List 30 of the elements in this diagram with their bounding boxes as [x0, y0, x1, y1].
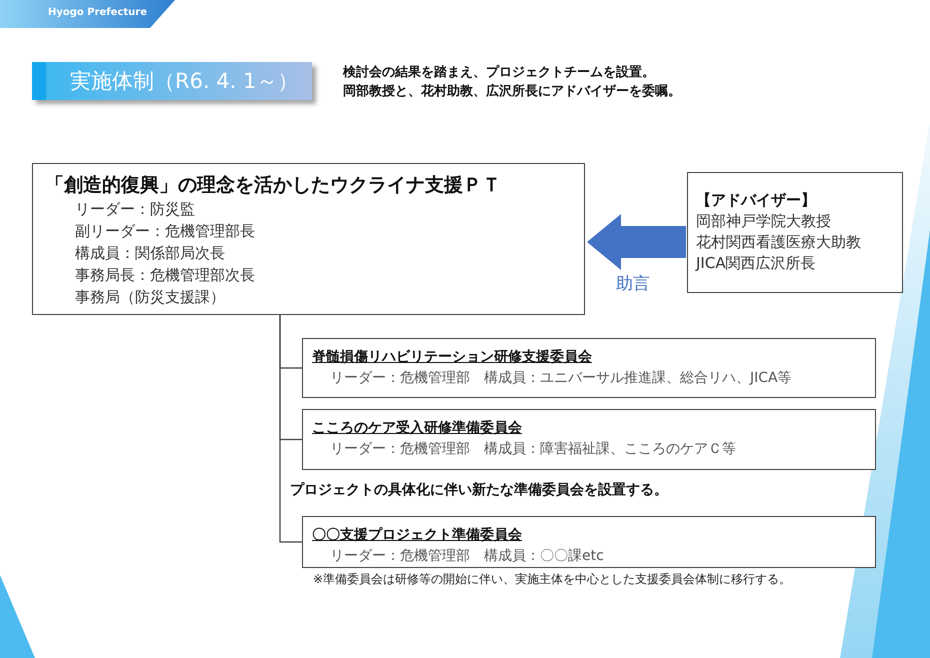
advisor-box — [687, 172, 903, 293]
block-arrow — [587, 214, 686, 270]
role-text: 構成員：関係部局次長 — [75, 244, 225, 263]
intro-text: 岡部教授と、花村助教、広沢所長にアドバイザーを委嘱。 — [343, 82, 681, 100]
intro-text: 検討会の結果を踏まえ、プロジェクトチームを設置。 — [343, 64, 655, 81]
title: 実施体制（R6. 4. 1～） — [70, 68, 298, 95]
role-text: リーダー：防災監 — [75, 200, 195, 219]
org-box — [302, 516, 876, 568]
edge-label: 助言 — [616, 273, 650, 295]
footnote-text: ※準備委員会は研修等の開始に伴い、実施主体を中心とした支援委員会体制に移行する。 — [313, 571, 792, 588]
role-text: 事務局長：危機管理部次長 — [75, 266, 255, 285]
advisor-text: JICA関西広沢所長 — [696, 254, 816, 273]
member-text: リーダー：危機管理部 構成員：障害福祉課、こころのケアＣ等 — [330, 440, 736, 458]
role-text: 事務局（防災支援課） — [75, 288, 225, 307]
advisor-text: 岡部神戸学院大教授 — [696, 212, 831, 231]
role-text: 副リーダー：危機管理部長 — [75, 222, 255, 241]
connector-line — [279, 315, 302, 543]
committee-heading: こころのケア受入研修準備委員会 — [312, 419, 522, 437]
note-text: プロジェクトの具体化に伴い新たな準備委員会を設置する。 — [290, 481, 668, 499]
org-box — [32, 163, 585, 315]
team-heading: 「創造的復興」の理念を活かしたウクライナ支援ＰＴ — [45, 173, 501, 198]
org-box — [302, 409, 876, 470]
member-text: リーダー：危機管理部 構成員：ユニバーサル推進課、総合リハ、JICA等 — [330, 369, 792, 387]
committee-heading: 〇〇支援プロジェクト準備委員会 — [312, 526, 522, 544]
committee-heading: 脊髄損傷リハビリテーション研修支援委員会 — [312, 348, 592, 366]
header-text: Hyogo Prefecture — [48, 7, 147, 18]
advisor-heading: 【アドバイザー】 — [696, 191, 816, 210]
advisor-text: 花村関西看護医療大助教 — [696, 233, 861, 252]
member-text: リーダー：危機管理部 構成員：〇〇課etc — [330, 547, 604, 565]
org-box — [302, 338, 876, 398]
